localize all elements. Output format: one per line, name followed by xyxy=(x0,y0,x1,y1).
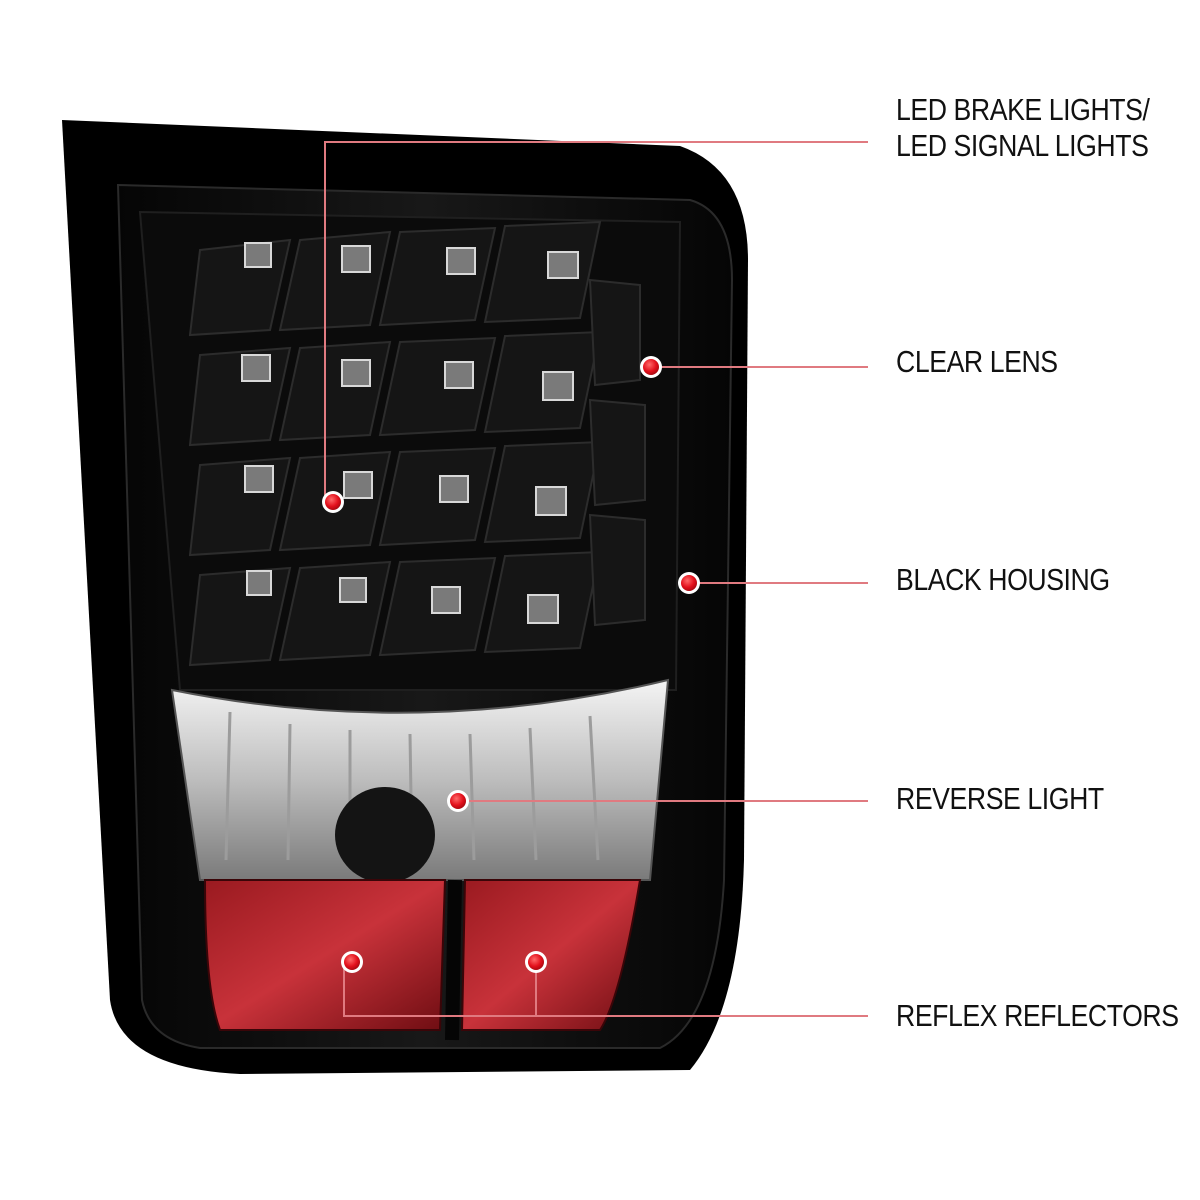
reverse-bulb-socket xyxy=(335,787,435,883)
led-array xyxy=(188,220,646,667)
callout-led-line-1: LED BRAKE LIGHTS/ xyxy=(896,92,1150,127)
callout-markers xyxy=(322,356,700,973)
callout-label-black-housing: BLACK HOUSING xyxy=(896,562,1110,598)
callout-clear-lens-text: CLEAR LENS xyxy=(896,344,1058,379)
callout-black-housing-text: BLACK HOUSING xyxy=(896,562,1110,597)
reverse-light-reflector xyxy=(170,678,670,881)
callout-dot-reflector-right xyxy=(525,951,547,973)
callout-label-reflex-reflectors: REFLEX REFLECTORS xyxy=(896,998,1179,1034)
callout-dot-clear-lens xyxy=(640,356,662,378)
callout-lines xyxy=(324,141,868,1017)
callout-reverse-light-text: REVERSE LIGHT xyxy=(896,781,1104,816)
reflex-reflector-left xyxy=(203,879,447,1031)
callout-dot-black-housing xyxy=(678,572,700,594)
callout-led-line-2: LED SIGNAL LIGHTS xyxy=(896,128,1149,163)
callout-label-led: LED BRAKE LIGHTS/ LED SIGNAL LIGHTS xyxy=(896,92,1150,164)
callout-label-reverse-light: REVERSE LIGHT xyxy=(896,781,1104,817)
callout-dot-led xyxy=(322,491,344,513)
callout-reflex-reflectors-text: REFLEX REFLECTORS xyxy=(896,998,1179,1033)
callout-dot-reflector-left xyxy=(341,951,363,973)
reflex-reflector-right xyxy=(460,879,642,1031)
reflector-divider xyxy=(445,879,462,1041)
callout-label-clear-lens: CLEAR LENS xyxy=(896,344,1058,380)
callout-dot-reverse-light xyxy=(447,790,469,812)
